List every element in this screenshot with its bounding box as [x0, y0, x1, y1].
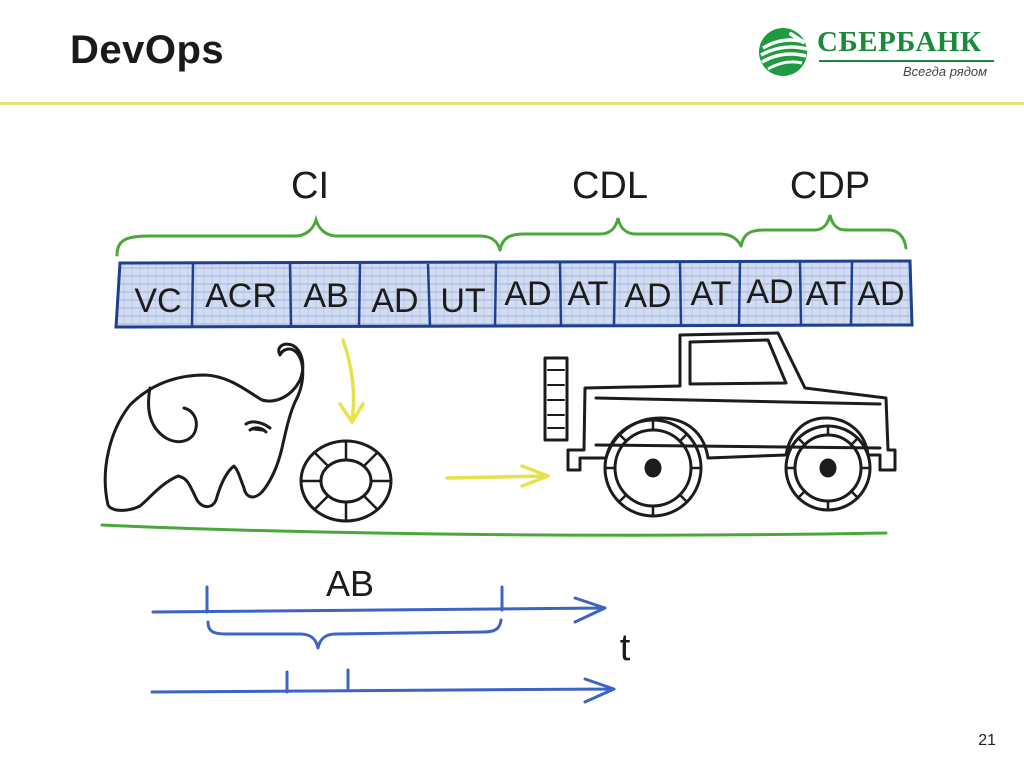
timeline-label: AB — [326, 563, 374, 604]
brace-label-cdp: CDP — [790, 165, 870, 207]
pipeline-bar: VC ACR AB AD UT AD AT AD AT AD AT AD — [116, 261, 912, 327]
stage-at-2: AT — [691, 275, 732, 313]
time-axis-label: t — [620, 627, 631, 669]
brace-ci — [117, 220, 500, 255]
stage-vc: VC — [134, 282, 181, 320]
brace-group — [117, 215, 906, 255]
brace-label-ci: CI — [291, 165, 329, 207]
timeline-group — [152, 587, 614, 702]
timeline-top — [153, 598, 605, 622]
stage-ut: UT — [440, 282, 485, 320]
tire-icon — [301, 441, 391, 521]
timeline-bottom — [152, 679, 614, 702]
brace-label-cdl: CDL — [572, 165, 648, 207]
stage-ad-2: AD — [504, 275, 551, 313]
page-number: 21 — [978, 732, 996, 750]
stage-ad-5: AD — [857, 275, 904, 313]
arrow-down — [340, 340, 363, 422]
brace-cdl — [500, 218, 741, 250]
brace-cdp — [741, 215, 906, 248]
stage-acr: ACR — [205, 277, 277, 315]
stage-ad-3: AD — [624, 277, 671, 315]
arrow-right — [447, 466, 548, 486]
stage-at-3: AT — [806, 275, 847, 313]
ground-line — [102, 525, 886, 535]
stage-at-1: AT — [568, 275, 609, 313]
elephant-icon — [105, 344, 303, 510]
jeep-icon — [545, 333, 895, 516]
stage-ad-1: AD — [371, 282, 418, 320]
stage-ab: AB — [303, 277, 348, 315]
arrow-group — [340, 340, 548, 486]
stage-ad-4: AD — [746, 273, 793, 311]
timeline-brace — [208, 620, 501, 648]
